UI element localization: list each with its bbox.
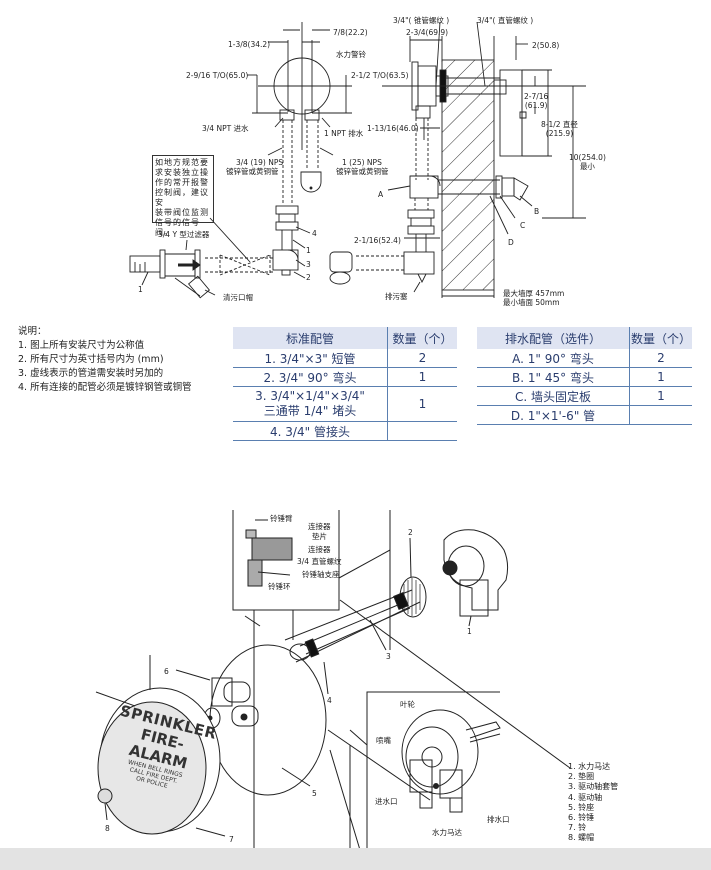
inlet-label: 3/4 NPT 进水 (202, 124, 249, 133)
legend-item: 7. 铃 (568, 823, 587, 833)
cleanout-cap-label: 清污口帽 (223, 293, 253, 302)
legend-item: 8. 螺帽 (568, 833, 595, 843)
table-row: 1. 3/4"×3" 短管 2 (233, 349, 457, 368)
callout-2: 2 (408, 528, 413, 537)
callout-2: 2 (306, 273, 311, 282)
notes-section: 说明： 1. 图上所有安装尺寸为公称值 2. 所有尺寸为英寸括号内为 (mm) … (18, 325, 192, 395)
striker-ring-label: 铃锤环 (268, 582, 291, 591)
callout-5: 5 (312, 789, 317, 798)
valve-note-box: 如地方规范要 求安装独立操 作的常开报警 控制阀，建议安 装带阀位监测 信号的信… (152, 155, 214, 237)
callout-3: 3 (386, 652, 391, 661)
standard-fittings-table: 标准配管 数量（个） 1. 3/4"×3" 短管 2 2. 3/4" 90° 弯… (233, 327, 457, 441)
impeller-label: 叶轮 (400, 700, 415, 709)
callout-4: 4 (327, 696, 332, 705)
table-row: D. 1"×1'-6" 管 (477, 405, 692, 425)
drain-plug-label: 排污塞 (385, 292, 408, 301)
striker-shaft-bracket-label: 铃锤轴支座 (302, 570, 340, 579)
drain-fittings-table: 排水配管（选件） 数量（个） A. 1" 90° 弯头 2 B. 1" 45° … (477, 327, 692, 425)
bell-label: 水力警铃 (336, 50, 366, 59)
note-item: 1. 图上所有安装尺寸为公称值 (18, 340, 145, 351)
nozzle-label: 喷嘴 (376, 736, 391, 745)
note-item: 4. 所有连接的配管必须是镀锌钢管或铜管 (18, 382, 192, 393)
dim-2: 2(50.8) (532, 41, 560, 50)
bottom-band (0, 848, 711, 870)
dim-2-1-2: 2-1/2 T/O(63.5) (351, 71, 409, 80)
inlet-port-label: 进水口 (375, 797, 398, 806)
callout-4: 4 (312, 229, 317, 238)
callout-1: 1 (306, 246, 311, 255)
straight-thread-label: 3/4"( 直管螺纹 ) (477, 16, 534, 25)
straight-thread-label-inset: 3/4 直管螺纹 (297, 557, 342, 566)
header-drain-fittings: 排水配管（选件） (477, 327, 630, 349)
legend-item: 5. 铃座 (568, 802, 595, 812)
callout-7: 7 (229, 835, 234, 844)
callout-1: 1 (467, 627, 472, 636)
gasket-label: 垫片 (312, 532, 327, 541)
header-quantity: 数量（个） (629, 327, 692, 349)
strainer-label: 3/4 Y 型过滤器 (158, 230, 210, 239)
callout-c: C (520, 221, 526, 230)
legend-item: 1. 水力马达 (568, 762, 611, 771)
connector-label: 连接器 (308, 522, 331, 531)
legend-item: 2. 垫圈 (568, 772, 595, 782)
taper-thread-label: 3/4"( 锥管螺纹 ) (393, 16, 450, 25)
table-row: C. 墙头固定板 1 (477, 386, 692, 406)
table-row: 3. 3/4"×1/4"×3/4"三通带 1/4" 堵头 1 (233, 386, 457, 422)
legend-item: 6. 铃锤 (568, 813, 595, 823)
bell-face-text: SPRINKLER FIRE-ALARM WHEN BELL RINGS CAL… (118, 701, 219, 790)
note-item: 3. 虚线表示的管道需安装时另加的 (18, 368, 164, 379)
outlet-port-label: 排水口 (487, 815, 510, 824)
installation-drawing (129, 21, 586, 299)
notes-title: 说明： (18, 326, 47, 337)
connector-label-2: 连接器 (308, 545, 331, 554)
header-standard-fittings: 标准配管 (233, 327, 388, 349)
callout-b: B (534, 207, 540, 216)
callout-3: 3 (306, 260, 311, 269)
callout-6: 6 (164, 667, 169, 676)
dim-1-13-16: 1-13/16(46.0) (367, 124, 419, 133)
dim-2-1-16: 2-1/16(52.4) (354, 236, 401, 245)
table-row: A. 1" 90° 弯头 2 (477, 349, 692, 368)
callout-1-strainer: 1 (138, 285, 143, 294)
callout-8: 8 (105, 824, 110, 833)
striker-arm-label: 铃锤臂 (270, 514, 293, 523)
parts-legend: 1. 水力马达 2. 垫圈 3. 驱动轴套管 4. 驱动轴 5. 铃座 6. 铃… (568, 762, 618, 844)
dim-8-1-2: 8-1/2 直径(215.9) (541, 120, 578, 138)
dim-2-9-16: 2-9/16 T/O(65.0) (186, 71, 249, 80)
dim-2-7-16: 2-7/16(61.9) (524, 92, 549, 110)
dim-1-3-8: 1-3/8(34.2) (228, 40, 271, 49)
table-row: B. 1" 45° 弯头 1 (477, 367, 692, 387)
table-row: 2. 3/4" 90° 弯头 1 (233, 367, 457, 387)
legend-item: 4. 驱动轴 (568, 792, 603, 802)
legend-item: 3. 驱动轴套管 (568, 782, 619, 792)
note-item: 2. 所有尺寸为英寸括号内为 (mm) (18, 354, 164, 365)
motor-label: 水力马达 (432, 828, 462, 837)
header-quantity: 数量（个） (387, 327, 457, 349)
dim-7-8: 7/8(22.2) (333, 28, 368, 37)
outlet-label: 1 NPT 排水 (324, 129, 364, 138)
dim-2-3-4: 2-3/4(69.9) (406, 28, 449, 37)
table-row: 4. 3/4" 管接头 (233, 421, 457, 441)
dim-10: 10(254.0)最小 (569, 153, 606, 171)
callout-a: A (378, 190, 384, 199)
callout-d: D (508, 238, 514, 247)
